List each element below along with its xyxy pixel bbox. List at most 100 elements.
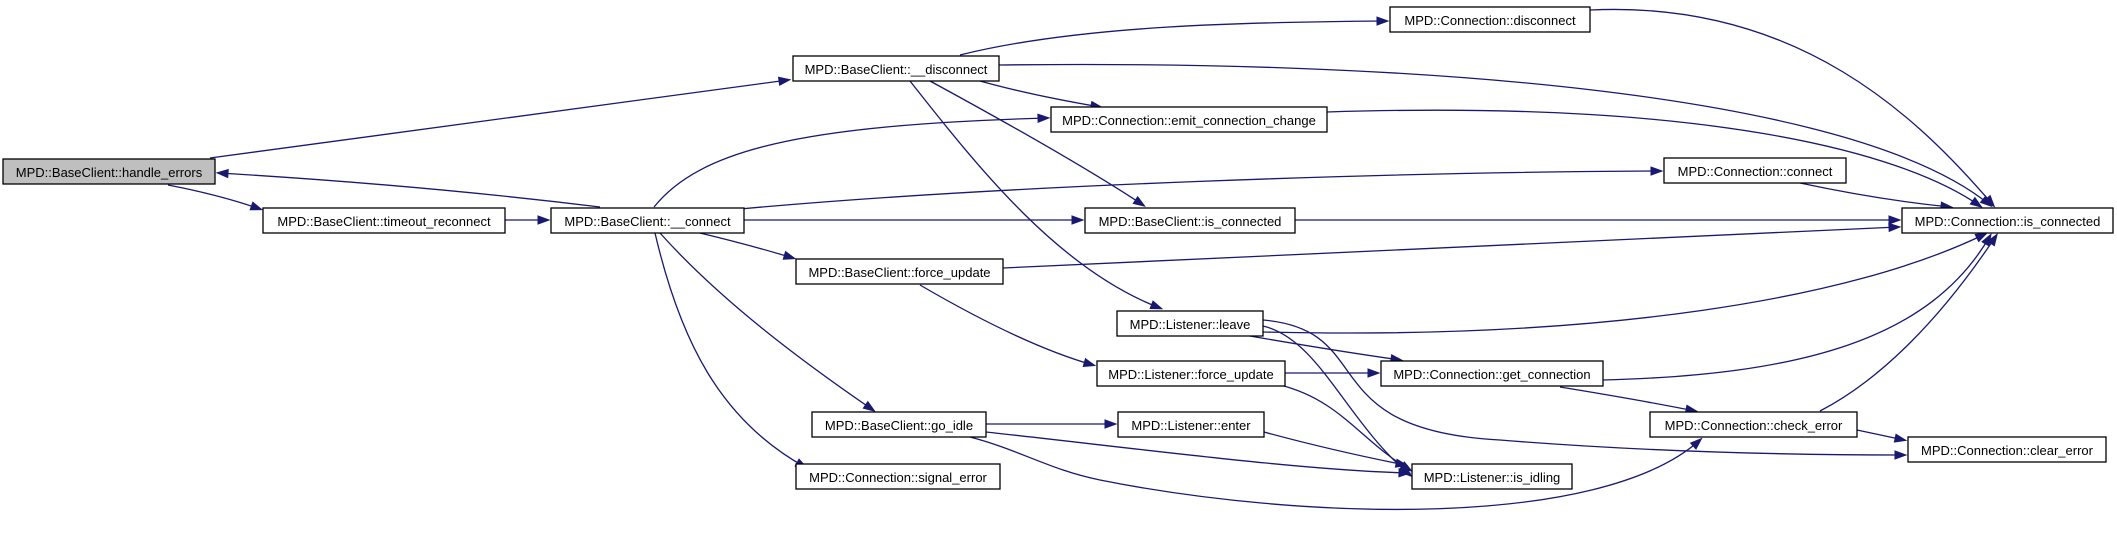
- node-box: [1649, 411, 1858, 438]
- edge-conn_get_connection-to-conn_check_error: [1559, 386, 1699, 414]
- edge-l_leave-to-l_is_idling: [1262, 325, 1413, 478]
- edge-bc_go_idle-to-l_is_idling: [985, 431, 1412, 478]
- arrowhead: [249, 201, 264, 211]
- node-conn-disconnect[interactable]: MPD::Connection::disconnect: [1389, 6, 1591, 33]
- edge-l_leave-to-conn_is_connected: [1262, 232, 1989, 334]
- edge-l_leave-to-conn_clear_error: [1262, 319, 1908, 460]
- arrowhead: [1037, 113, 1051, 123]
- node-label: MPD::Connection::get_connection: [1393, 367, 1590, 382]
- node-bc-force-update[interactable]: MPD::BaseClient::force_update: [795, 258, 1004, 285]
- arrowhead: [777, 76, 792, 86]
- edge-bc_force_update-to-l_force_update: [919, 284, 1097, 367]
- edge-bc_connect-to-conn_signal_error: [654, 232, 809, 469]
- edge-line: [969, 436, 1701, 511]
- node-conn-check-error[interactable]: MPD::Connection::check_error: [1649, 411, 1858, 438]
- edge-line: [959, 20, 1387, 56]
- edge-l_enter-to-l_is_idling: [1263, 431, 1409, 468]
- node-box: [1084, 207, 1296, 234]
- arrowhead: [1894, 450, 1908, 460]
- edge-line: [1002, 226, 1899, 269]
- edge-line: [979, 80, 1101, 108]
- node-box: [1389, 6, 1591, 33]
- edge-line: [1589, 8, 1994, 206]
- arrowhead: [1983, 194, 1996, 208]
- edge-line: [1263, 431, 1406, 466]
- arrowhead: [1689, 437, 1703, 450]
- node-box: [2, 158, 216, 185]
- node-box: [262, 207, 506, 234]
- node-label: MPD::Connection::emit_connection_change: [1062, 113, 1316, 128]
- arrowhead: [1888, 215, 1902, 225]
- node-bc-go-idle[interactable]: MPD::BaseClient::go_idle: [811, 411, 987, 438]
- edge-bc_connect-to-conn_emit: [653, 113, 1051, 208]
- edge-line: [218, 172, 601, 208]
- edge-line: [699, 232, 794, 259]
- edge-line: [659, 232, 874, 411]
- arrowhead: [1132, 195, 1146, 207]
- arrowhead: [537, 215, 551, 225]
- node-conn-emit[interactable]: MPD::Connection::emit_connection_change: [1050, 106, 1328, 133]
- edge-bc_disconnect-to-conn_disconnect: [959, 16, 1390, 56]
- node-l-is-idling[interactable]: MPD::Listener::is_idling: [1411, 463, 1573, 490]
- edge-bc_is_connected-to-conn_is_connected: [1295, 215, 1902, 225]
- node-label: MPD::BaseClient::go_idle: [825, 418, 973, 433]
- arrowhead: [1376, 16, 1390, 26]
- node-conn-clear-error[interactable]: MPD::Connection::clear_error: [1907, 436, 2107, 463]
- node-label: MPD::BaseClient::timeout_reconnect: [277, 214, 491, 229]
- arrowhead: [1082, 357, 1097, 367]
- node-handle-errors[interactable]: MPD::BaseClient::handle_errors: [2, 158, 216, 185]
- edge-bc_connect-to-handle_errors: [215, 168, 601, 208]
- node-label: MPD::Listener::leave: [1130, 317, 1251, 332]
- node-conn-is-connected[interactable]: MPD::Connection::is_connected: [1901, 207, 2114, 234]
- node-l-force-update[interactable]: MPD::Listener::force_update: [1096, 360, 1286, 387]
- node-l-leave[interactable]: MPD::Listener::leave: [1116, 310, 1264, 337]
- node-conn-get-connection[interactable]: MPD::Connection::get_connection: [1380, 360, 1604, 387]
- edge-line: [209, 79, 789, 159]
- node-box: [550, 207, 745, 234]
- arrowhead: [862, 400, 876, 412]
- edge-bc_connect-to-bc_go_idle: [659, 232, 876, 412]
- edge-bc_disconnect-to-bc_is_connected: [929, 80, 1146, 207]
- node-box: [811, 411, 987, 438]
- node-label: MPD::Listener::enter: [1131, 418, 1251, 433]
- node-l-enter[interactable]: MPD::Listener::enter: [1117, 411, 1265, 438]
- edge-line: [653, 117, 1048, 208]
- node-box: [792, 55, 1000, 82]
- edge-line: [1559, 386, 1696, 412]
- node-bc-disconnect[interactable]: MPD::BaseClient::__disconnect: [792, 55, 1000, 82]
- node-box: [1096, 360, 1286, 387]
- edge-conn_disconnect-to-conn_is_connected: [1589, 8, 1996, 208]
- edge-bc_force_update-to-conn_is_connected: [1002, 222, 1902, 269]
- arrowhead: [1974, 232, 1989, 243]
- edge-bc_disconnect-to-conn_emit: [979, 80, 1104, 111]
- node-bc-is-connected[interactable]: MPD::BaseClient::is_connected: [1084, 207, 1296, 234]
- edges-layer: [167, 8, 1998, 511]
- arrowhead: [1394, 458, 1409, 468]
- edge-line: [1262, 233, 1986, 334]
- arrowhead: [1650, 166, 1664, 176]
- node-label: MPD::BaseClient::is_connected: [1099, 214, 1282, 229]
- node-label: MPD::Listener::is_idling: [1424, 470, 1561, 485]
- node-bc-connect[interactable]: MPD::BaseClient::__connect: [550, 207, 745, 234]
- node-conn-connect[interactable]: MPD::Connection::connect: [1663, 157, 1847, 184]
- node-label: MPD::Connection::signal_error: [809, 470, 987, 485]
- node-label: MPD::BaseClient::__disconnect: [805, 62, 988, 77]
- arrowhead: [782, 250, 797, 260]
- node-label: MPD::BaseClient::force_update: [808, 265, 990, 280]
- edge-line: [1602, 235, 1991, 381]
- edge-line: [1262, 325, 1411, 476]
- edge-conn_connect-to-conn_is_connected: [1799, 182, 1954, 211]
- node-box: [1907, 436, 2107, 463]
- node-timeout-reconnect[interactable]: MPD::BaseClient::timeout_reconnect: [262, 207, 506, 234]
- node-box: [1411, 463, 1573, 490]
- edge-conn_check_error-to-conn_is_connected: [1819, 233, 1998, 412]
- node-label: MPD::BaseClient::handle_errors: [16, 165, 203, 180]
- arrowhead: [1969, 196, 1983, 208]
- arrowhead: [1893, 433, 1908, 443]
- node-conn-signal-error[interactable]: MPD::Connection::signal_error: [795, 463, 1001, 490]
- edge-bc_connect-to-bc_force_update: [699, 232, 797, 260]
- node-box: [1663, 157, 1847, 184]
- edge-line: [167, 184, 261, 210]
- node-box: [1117, 411, 1265, 438]
